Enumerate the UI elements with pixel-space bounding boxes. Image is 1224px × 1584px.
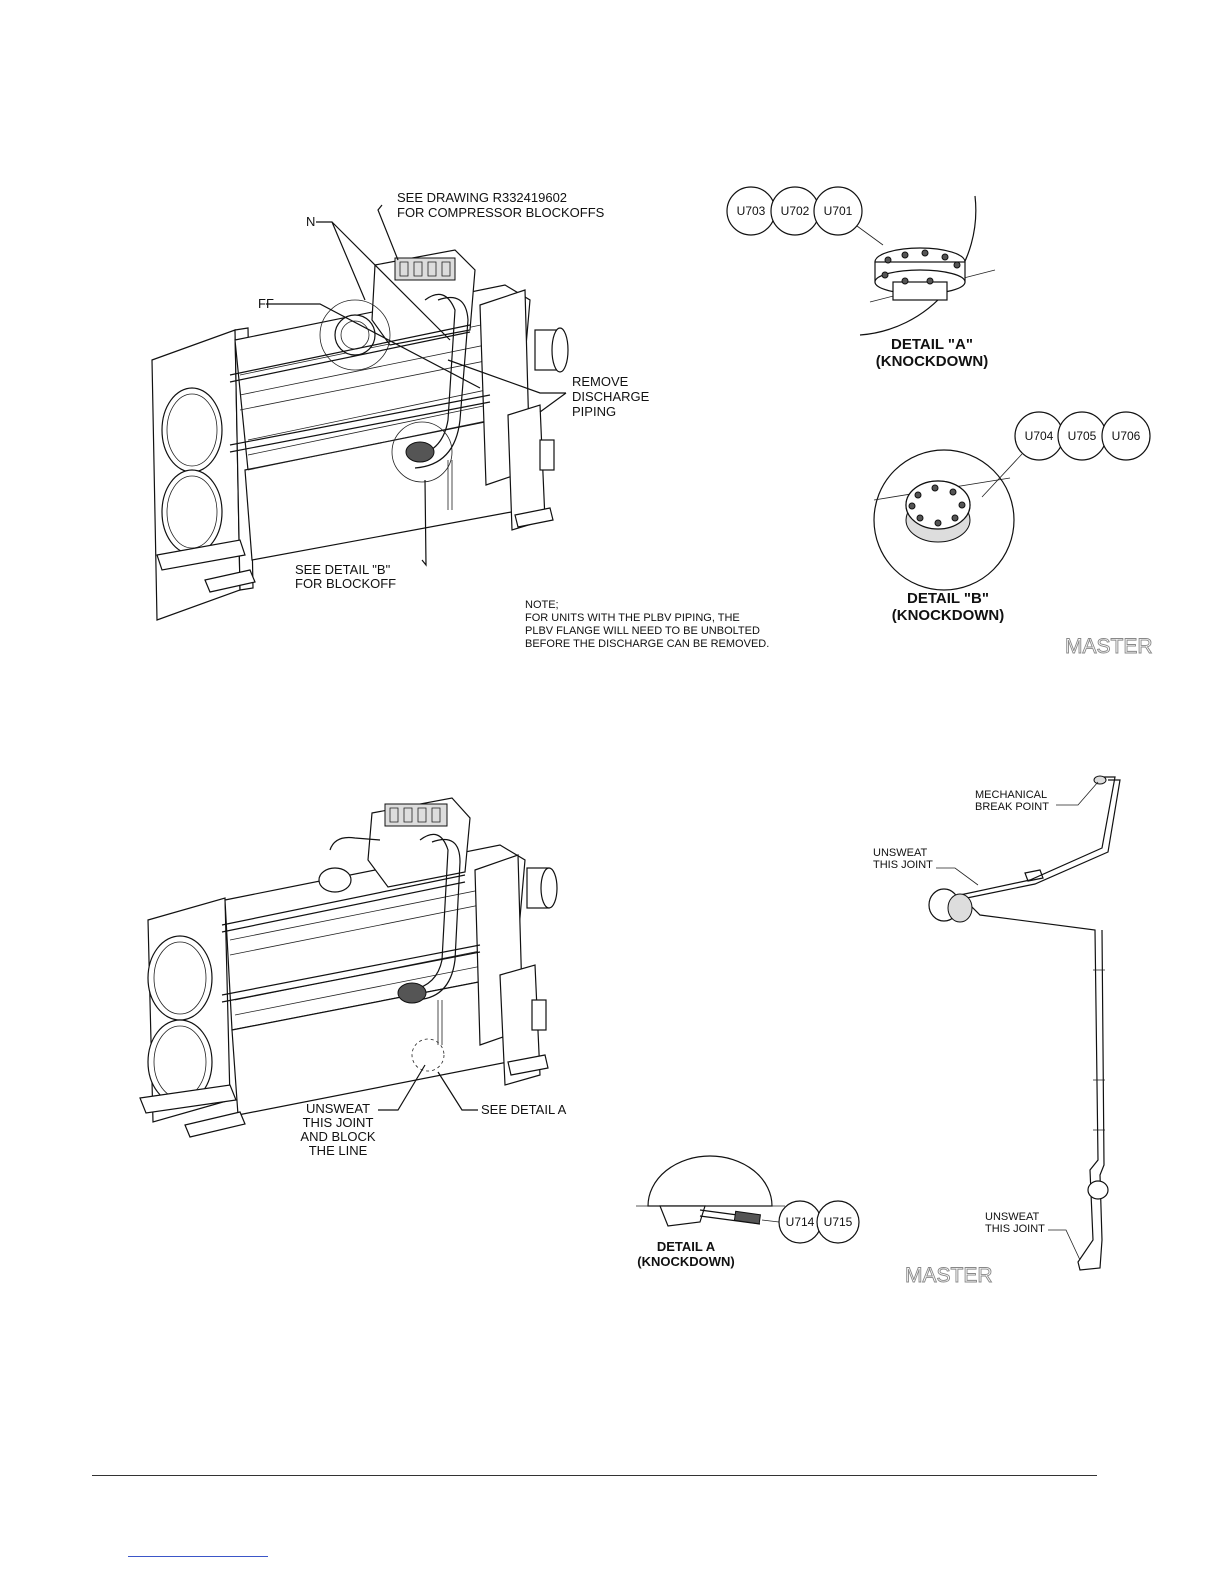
note-line3: PLBV FLANGE WILL NEED TO BE UNBOLTED [525,625,760,637]
detail-a-top-bubbles [726,186,863,236]
callout-unsweat-block-line2: THIS JOINT [303,1115,374,1130]
callout-remove-line1: REMOVE [572,374,629,389]
callout-unsweat-block-line4: THE LINE [309,1143,368,1158]
bubble-u704: U704 [1025,429,1054,443]
detail-a-bottom-subtitle: (KNOCKDOWN) [637,1254,734,1269]
detail-b-top-subtitle: (KNOCKDOWN) [892,607,1004,624]
footer-link-underline[interactable] [128,1556,268,1557]
cut-label-ff: FF [258,296,274,311]
piping-isometric [928,775,1121,1271]
bubble-u705: U705 [1068,429,1097,443]
detail-a-bottom-bubbles [778,1200,860,1244]
callout-mech-break-line2: BREAK POINT [975,801,1049,813]
detail-a-bottom-title: DETAIL A [657,1239,716,1254]
callout-see-detail-a: SEE DETAIL A [481,1102,567,1117]
bubble-u706: U706 [1112,429,1141,443]
bubble-u703: U703 [737,204,766,218]
note-line4: BEFORE THE DISCHARGE CAN BE REMOVED. [525,638,769,650]
master-stamp-bottom: MASTER [905,1264,993,1287]
chiller-bottom [139,797,558,1138]
note-line1: NOTE; [525,599,559,611]
detail-a-top-graphic [856,195,996,336]
callout-unsweat-block-line3: AND BLOCK [300,1129,375,1144]
callout-unsweat-top-line1: UNSWEAT [873,847,927,859]
top-leaders [266,204,567,567]
callout-detail-b-line2: FOR BLOCKOFF [295,576,396,591]
bubble-u715: U715 [824,1215,853,1229]
detail-a-top-subtitle: (KNOCKDOWN) [876,353,988,370]
piping-leaders [936,781,1099,1261]
cut-label-n: N [306,214,315,229]
callout-unsweat-bottom-line1: UNSWEAT [985,1211,1039,1223]
detail-b-top-bubbles [1014,411,1151,461]
callout-detail-b-line1: SEE DETAIL "B" [295,562,391,577]
detail-b-top-graphic [873,449,1023,591]
detail-b-top-title: DETAIL "B" [907,590,989,607]
bottom-leaders [378,1064,478,1111]
master-stamp-top: MASTER [1065,635,1153,658]
footer-rule [92,1475,1097,1476]
callout-see-drawing-line2: FOR COMPRESSOR BLOCKOFFS [397,205,605,220]
callout-remove-line3: PIPING [572,404,616,419]
callout-unsweat-top-line2: THIS JOINT [873,859,933,871]
callout-mech-break-line1: MECHANICAL [975,789,1047,801]
bubble-u701: U701 [824,204,853,218]
chiller-top [151,249,569,621]
callout-remove-line2: DISCHARGE [572,389,650,404]
callout-unsweat-bottom-line2: THIS JOINT [985,1223,1045,1235]
detail-a-top-title: DETAIL "A" [891,336,973,353]
bubble-u702: U702 [781,204,810,218]
bubble-u714: U714 [786,1215,815,1229]
callout-see-drawing-line1: SEE DRAWING R332419602 [397,190,567,205]
note-line2: FOR UNITS WITH THE PLBV PIPING, THE [525,612,740,624]
detail-a-bottom-graphic [636,1155,785,1227]
callout-unsweat-block-line1: UNSWEAT [306,1101,370,1116]
